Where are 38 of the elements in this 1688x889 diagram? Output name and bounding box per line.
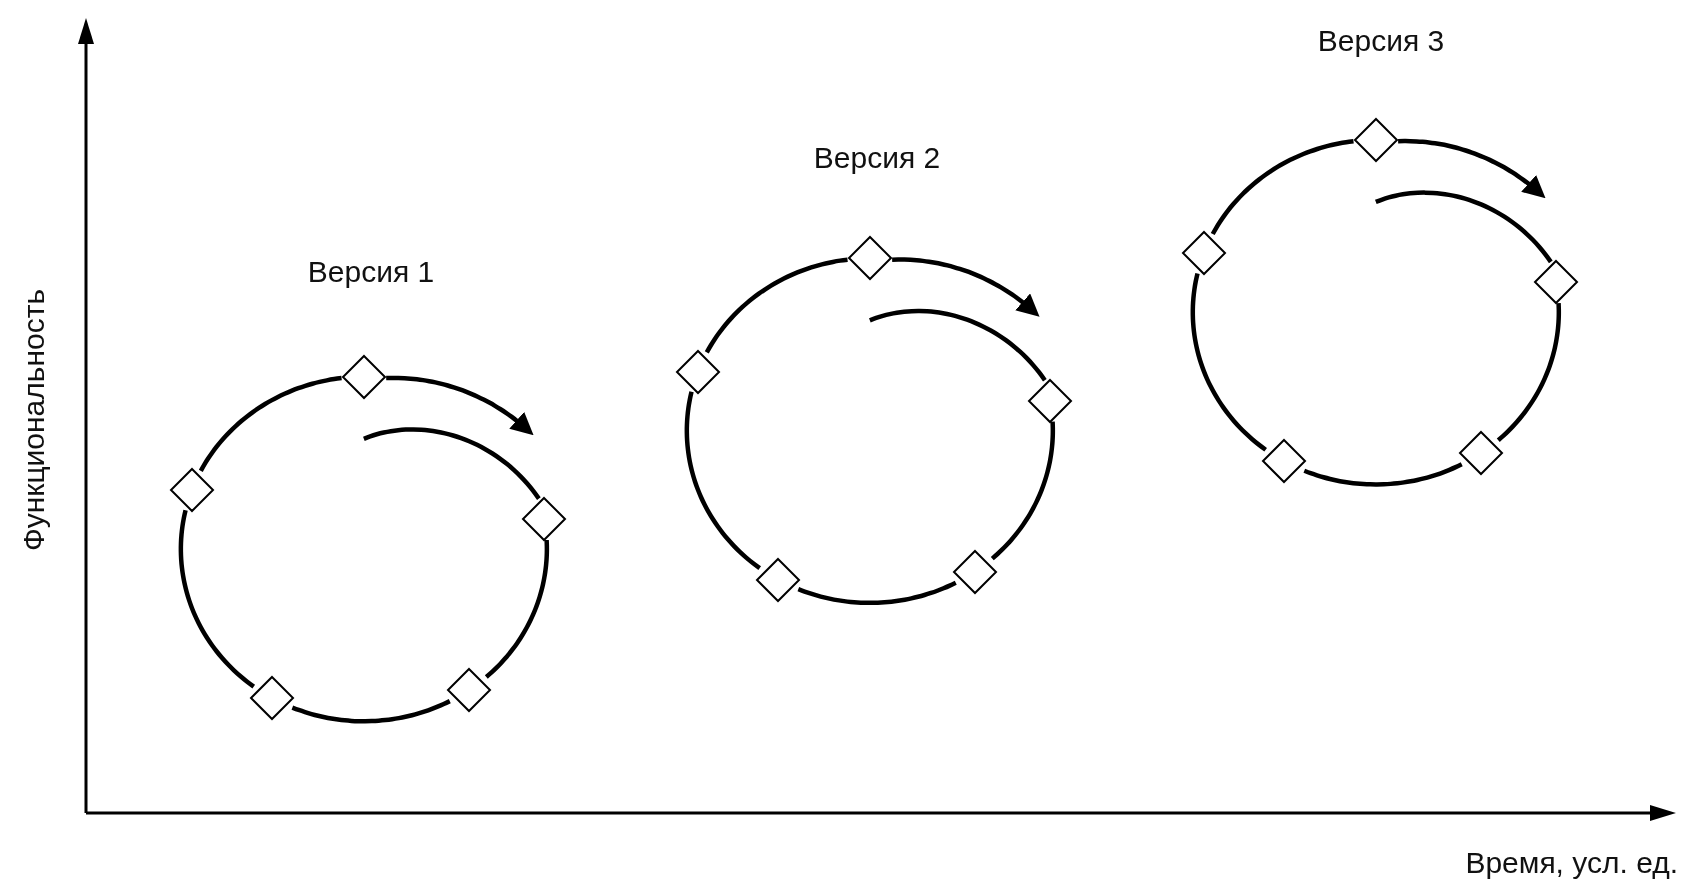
cycle-arc bbox=[198, 375, 342, 472]
cycle-arc bbox=[990, 421, 1056, 561]
axis-label: Функциональность bbox=[16, 288, 50, 552]
cycle-arc bbox=[1190, 272, 1267, 452]
cycle-arc bbox=[1210, 139, 1354, 236]
cycle-arc bbox=[869, 308, 1047, 382]
milestone-diamond bbox=[1534, 260, 1579, 305]
milestone-diamond bbox=[1353, 117, 1398, 162]
version-label: Версия 2 bbox=[813, 140, 941, 174]
cycle-arc bbox=[1375, 190, 1553, 264]
cycle-arc bbox=[1303, 462, 1463, 487]
milestone-diamond bbox=[1262, 439, 1307, 484]
arrow bbox=[892, 257, 1040, 317]
cycle-arc bbox=[797, 580, 957, 606]
milestone-diamond bbox=[1458, 431, 1503, 476]
axis-label: Время, усл. ед. bbox=[1465, 845, 1678, 879]
milestone-diamond bbox=[446, 668, 491, 713]
cycle-arc bbox=[291, 699, 451, 724]
cycle-arc bbox=[684, 391, 762, 570]
milestone-diamond bbox=[341, 354, 386, 399]
milestone-diamond bbox=[169, 468, 214, 513]
milestone-diamond bbox=[522, 497, 567, 542]
milestone-diamond bbox=[756, 557, 801, 602]
milestone-diamond bbox=[1181, 231, 1226, 276]
cycle-arc bbox=[178, 509, 256, 689]
version-label: Версия 3 bbox=[1317, 23, 1445, 57]
arrow bbox=[386, 375, 534, 436]
milestone-diamond bbox=[1028, 378, 1073, 423]
milestone-diamond bbox=[675, 349, 720, 394]
milestone-diamond bbox=[847, 236, 892, 281]
version-label: Версия 1 bbox=[307, 254, 435, 288]
arrow bbox=[1398, 138, 1546, 199]
milestone-diamond bbox=[952, 549, 997, 594]
milestone-diamond bbox=[250, 676, 295, 721]
cycle-arc bbox=[363, 427, 541, 500]
cycle-arc bbox=[1496, 303, 1562, 442]
cycle-arc bbox=[484, 539, 550, 679]
cycle-arc bbox=[704, 257, 848, 354]
